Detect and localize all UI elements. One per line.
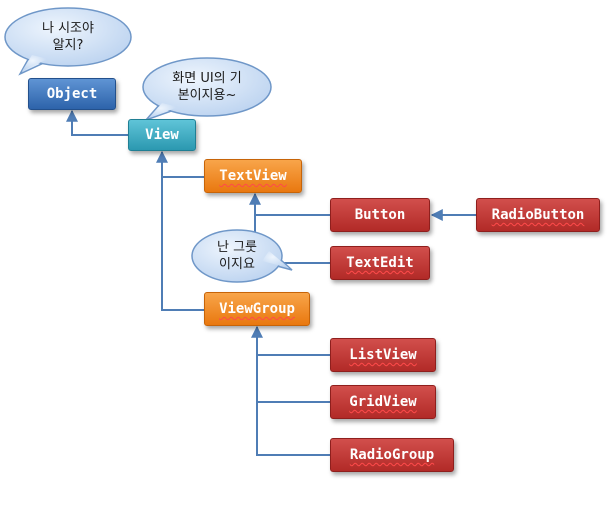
callout-view-text: 화면 UI의 기 본이지용~ bbox=[172, 71, 242, 103]
class-button: Button bbox=[330, 198, 430, 232]
class-listview-label: ListView bbox=[349, 347, 417, 363]
class-view-label: View bbox=[145, 127, 179, 143]
class-textedit-label: TextEdit bbox=[346, 255, 414, 271]
class-radiobutton-label: RadioButton bbox=[491, 207, 585, 223]
class-radiobutton: RadioButton bbox=[476, 198, 600, 232]
callout-viewgroup-text: 난 그룻 이지요 bbox=[216, 240, 257, 272]
class-viewgroup: ViewGroup bbox=[204, 292, 310, 326]
class-object: Object bbox=[28, 78, 116, 110]
class-button-label: Button bbox=[354, 207, 406, 223]
class-listview: ListView bbox=[330, 338, 436, 372]
class-view: View bbox=[128, 119, 196, 151]
callout-object-text: 나 시조야 알지? bbox=[42, 21, 94, 53]
class-textedit: TextEdit bbox=[330, 246, 430, 280]
class-object-label: Object bbox=[46, 86, 98, 102]
class-textview: TextView bbox=[204, 159, 302, 193]
callout-bubble-viewgroup bbox=[191, 229, 293, 283]
connector-view-object bbox=[66, 109, 128, 136]
class-gridview-label: GridView bbox=[349, 394, 417, 410]
class-viewgroup-label: ViewGroup bbox=[219, 301, 295, 317]
class-radiogroup-label: RadioGroup bbox=[349, 447, 435, 463]
callout-bubble-view bbox=[142, 57, 272, 122]
class-textview-label: TextView bbox=[219, 168, 287, 184]
connector-viewgroup-view bbox=[156, 150, 204, 311]
class-gridview: GridView bbox=[330, 385, 436, 419]
callout-bubble-object bbox=[4, 7, 132, 76]
connector-radiogroup-viewgroup bbox=[251, 325, 330, 456]
class-radiogroup: RadioGroup bbox=[330, 438, 454, 472]
